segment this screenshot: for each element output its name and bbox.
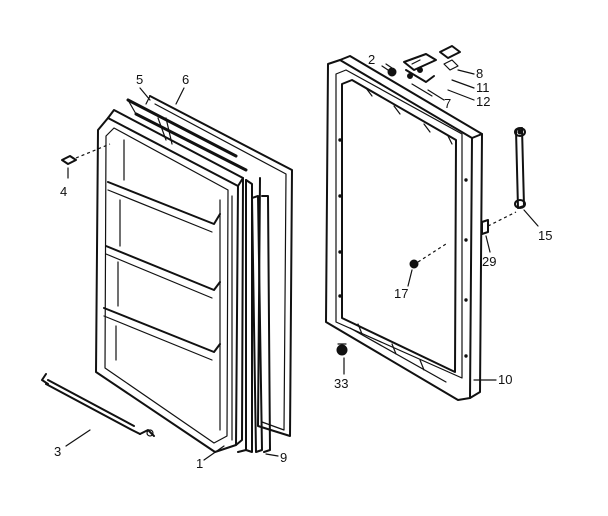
screw-part-2 <box>381 65 397 77</box>
door-plug <box>409 243 447 269</box>
callout-12: 12 <box>476 94 490 109</box>
callout-10: 10 <box>498 372 512 387</box>
callout-11: 11 <box>476 80 490 95</box>
door-gasket <box>145 95 293 437</box>
callout-labels: 5 6 4 3 1 9 2 7 8 11 12 15 29 17 33 10 <box>54 52 552 471</box>
callout-29: 29 <box>482 254 496 269</box>
door-handle <box>514 127 526 209</box>
callout-8: 8 <box>476 66 483 81</box>
callout-7: 7 <box>444 96 451 111</box>
door-stop-arm <box>41 373 155 437</box>
door-foot <box>336 343 348 356</box>
callout-33: 33 <box>334 376 348 391</box>
callout-6: 6 <box>182 72 189 87</box>
hinge-bracket <box>403 53 437 97</box>
callout-4: 4 <box>60 184 67 199</box>
leader-lines <box>65 63 539 461</box>
top-strip <box>126 98 248 172</box>
side-strip <box>251 195 271 453</box>
callout-17: 17 <box>394 286 408 301</box>
outer-door-frame <box>325 55 483 401</box>
hinge-cover <box>439 45 461 71</box>
handle-screw <box>481 211 517 235</box>
callout-2: 2 <box>368 52 375 67</box>
callout-1: 1 <box>196 456 203 471</box>
small-bracket <box>61 143 111 165</box>
callout-15: 15 <box>538 228 552 243</box>
callout-3: 3 <box>54 444 61 459</box>
callout-5: 5 <box>136 72 143 87</box>
callout-9: 9 <box>280 450 287 465</box>
inner-door-panel <box>95 109 244 453</box>
door-liner-layers <box>237 179 253 453</box>
